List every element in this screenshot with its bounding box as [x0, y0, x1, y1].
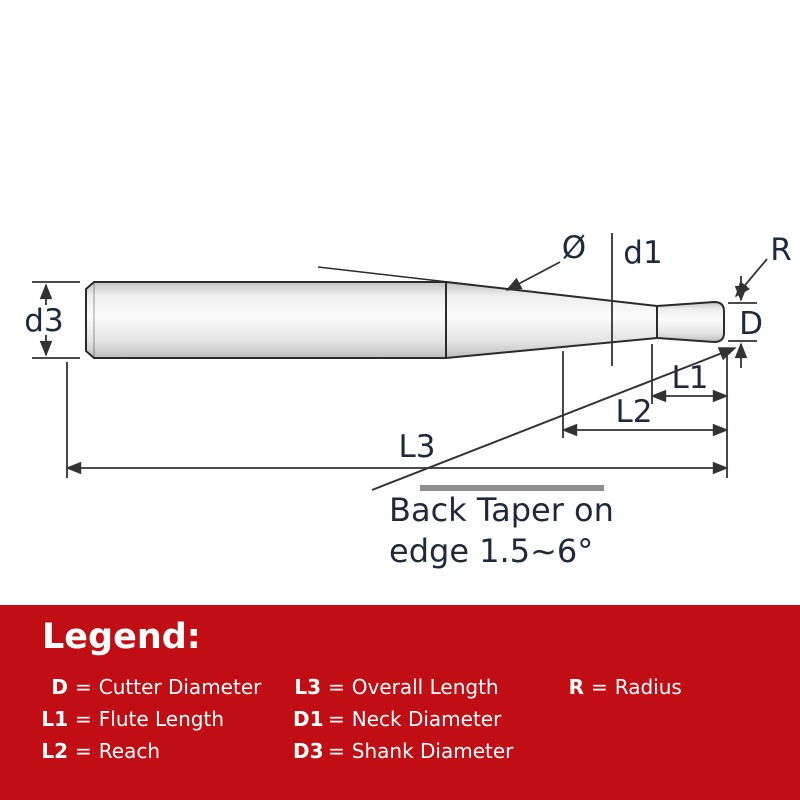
- dimension-d3: [32, 281, 80, 359]
- legend-value: Neck Diameter: [351, 707, 502, 731]
- label-radius: R: [770, 232, 792, 268]
- legend-key: D1: [293, 707, 324, 731]
- legend-value: Flute Length: [98, 707, 224, 731]
- back-taper-leader-line: [371, 347, 737, 491]
- back-taper-note-line1: Back Taper on: [389, 491, 614, 529]
- label-L2: L2: [616, 394, 653, 430]
- label-D: D: [739, 306, 763, 342]
- tool-cutter-tip: [656, 301, 725, 343]
- legend-key: R: [568, 675, 584, 699]
- legend-value: Overall Length: [351, 675, 499, 699]
- taper-construction-line: [317, 266, 475, 286]
- tool-shank: [85, 281, 447, 359]
- legend-separator: =: [328, 675, 345, 699]
- legend-value: Shank Diameter: [351, 739, 514, 763]
- dimension-L3: [65, 348, 729, 478]
- legend-entry-r: R = Radius: [556, 671, 800, 703]
- back-taper-note-line2: edge 1.5~6°: [389, 532, 593, 570]
- legend-entry-l2: L2 = Reach: [40, 735, 293, 767]
- legend-title: Legend:: [42, 617, 201, 657]
- legend-separator: =: [75, 675, 92, 699]
- tool-neck-taper: [445, 281, 658, 359]
- dimension-D: [728, 276, 757, 368]
- end-mill-diagram: d3 Ø d1 R D L1: [24, 230, 792, 570]
- legend-separator: =: [591, 675, 608, 699]
- legend-value: Cutter Diameter: [98, 675, 262, 699]
- phi-leader-line: [505, 261, 561, 291]
- legend-entry-d: D = Cutter Diameter: [40, 671, 293, 703]
- legend-panel: Legend: D = Cutter Diameter L1 = Flute L…: [0, 605, 800, 800]
- legend-grid: D = Cutter Diameter L1 = Flute Length L2…: [0, 671, 800, 767]
- legend-entry-d3: D3 = Shank Diameter: [293, 735, 556, 767]
- label-d3: d3: [24, 303, 63, 339]
- tool-drawing-svg: d3 Ø d1 R D L1: [24, 230, 792, 570]
- legend-entry-l3: L3 = Overall Length: [293, 671, 556, 703]
- label-L3: L3: [399, 429, 436, 465]
- dimension-L1: [650, 344, 729, 404]
- legend-separator: =: [328, 707, 345, 731]
- dimension-L2: [561, 351, 729, 438]
- legend-column-1: D = Cutter Diameter L1 = Flute Length L2…: [40, 671, 293, 767]
- label-phi: Ø: [562, 230, 586, 266]
- legend-key: D3: [293, 739, 324, 763]
- legend-separator: =: [75, 739, 92, 763]
- legend-entry-d1: D1 = Neck Diameter: [293, 703, 556, 735]
- legend-value: Reach: [98, 739, 160, 763]
- legend-value: Radius: [614, 675, 682, 699]
- legend-key: L2: [41, 739, 68, 763]
- legend-column-3: R = Radius: [556, 671, 800, 767]
- legend-key: L3: [294, 675, 321, 699]
- legend-key: L1: [41, 707, 68, 731]
- legend-key: D: [51, 675, 68, 699]
- legend-separator: =: [75, 707, 92, 731]
- legend-entry-l1: L1 = Flute Length: [40, 703, 293, 735]
- legend-separator: =: [328, 739, 345, 763]
- label-d1: d1: [623, 235, 662, 271]
- legend-column-2: L3 = Overall Length D1 = Neck Diameter D…: [293, 671, 556, 767]
